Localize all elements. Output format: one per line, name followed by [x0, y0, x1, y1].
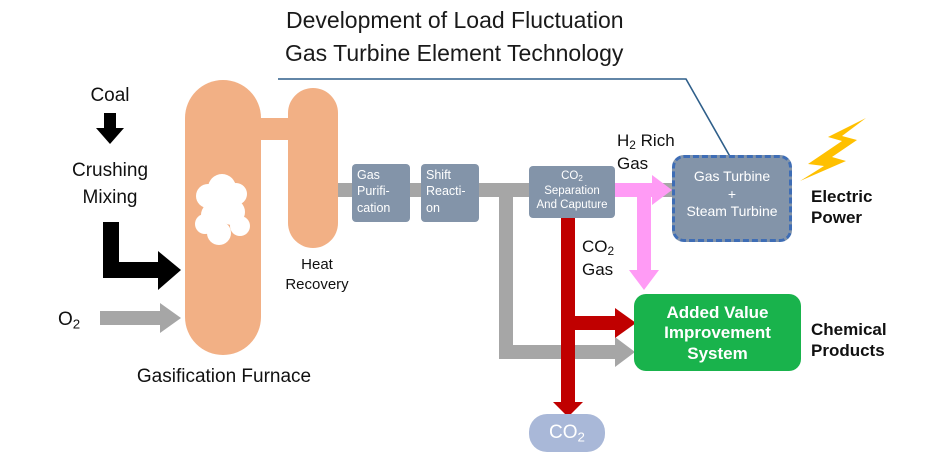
- h2-rich-word: Rich: [640, 131, 675, 150]
- coal-label: Coal: [90, 85, 130, 106]
- added-value-line-1: Added Value: [666, 303, 769, 322]
- pink-h2-arrowhead-right: [652, 175, 672, 205]
- turbine-line-1: Gas Turbine: [693, 168, 771, 184]
- co2-separation-line-2: Separation: [544, 185, 600, 198]
- title-line-1: Development of Load Fluctuation: [286, 7, 624, 33]
- gas-purification-line-2: Purifi-: [357, 184, 390, 199]
- title-callout-line: [278, 78, 733, 161]
- o2-label: O2: [58, 307, 80, 333]
- chemical-line-1: Chemical: [811, 320, 887, 339]
- co2-output-co: CO: [549, 422, 578, 443]
- furnace-connector: [258, 118, 292, 140]
- shift-reaction-line-3: on: [426, 200, 440, 215]
- electric-line-2: Power: [811, 208, 863, 228]
- feed-l-arrow: [103, 222, 181, 290]
- co2-separation-line-3: And Caputure: [536, 199, 608, 212]
- heat-recovery-vessel: [288, 88, 338, 248]
- red-co2-flow-right: [561, 316, 617, 330]
- gas-purification-line-1: Gas: [357, 168, 380, 182]
- co2-gas-subscript: 2: [607, 243, 615, 258]
- co2-gas-line-1: CO2: [582, 236, 614, 259]
- coal-down-arrow: [96, 113, 124, 144]
- co2-gas-co: CO: [582, 237, 608, 256]
- h2-subscript: 2: [629, 137, 636, 152]
- gray-flow-right: [499, 345, 617, 359]
- co2-sep-co: CO: [561, 170, 579, 182]
- gas-turbine-box: Gas Turbine + Steam Turbine: [672, 155, 792, 242]
- electric-power-label: Electric Power: [811, 186, 872, 229]
- shift-reaction-box: Shift Reacti- on: [421, 164, 479, 222]
- gasification-furnace-label: Gasification Furnace: [136, 366, 312, 387]
- heat-recovery-line-2: Recovery: [285, 275, 349, 293]
- co2-sep-sub: 2: [578, 174, 583, 183]
- added-value-box: Added Value Improvement System: [634, 294, 801, 371]
- chemical-products-label: Chemical Products: [811, 319, 887, 362]
- gray-flow-down: [499, 183, 513, 359]
- turbine-line-2: +: [727, 185, 737, 202]
- lightning-bolt-icon: [800, 118, 866, 181]
- turbine-line-3: Steam Turbine: [686, 203, 778, 219]
- co2-gas-word: Gas: [582, 259, 614, 279]
- heat-recovery-label: Heat Recovery: [276, 255, 358, 294]
- cloud-icon: [195, 174, 250, 245]
- pink-h2-flow-down: [637, 183, 651, 272]
- chemical-line-2: Products: [811, 341, 885, 361]
- gas-purification-box: Gas Purifi- cation: [352, 164, 410, 222]
- co2-output-subscript: 2: [577, 429, 585, 445]
- co2-separation-line-1: CO2: [534, 169, 610, 184]
- red-co2-flow-down: [561, 210, 575, 405]
- co2-separation-box: CO2 Separation And Caputure: [529, 166, 615, 218]
- o2-main: O: [58, 309, 73, 330]
- o2-input-arrow: [100, 303, 181, 333]
- added-value-line-3: System: [687, 343, 748, 363]
- heat-recovery-line-1: Heat: [301, 256, 333, 273]
- gas-purification-line-3: cation: [357, 200, 391, 215]
- added-value-line-2: Improvement: [664, 323, 771, 343]
- h2-rich-gas-label: H2 Rich Gas: [617, 130, 675, 174]
- h2-gas-word: Gas: [617, 153, 649, 173]
- red-co2-arrowhead-down: [553, 402, 583, 417]
- shift-reaction-line-1: Shift: [426, 168, 452, 182]
- pink-h2-arrowhead-down: [629, 270, 659, 290]
- red-co2-arrowhead-right: [615, 308, 636, 338]
- o2-subscript: 2: [72, 316, 81, 332]
- co2-output-pill: CO2: [529, 414, 605, 452]
- h2-rich-line-1: H2 Rich: [617, 130, 675, 153]
- crushing-label: Crushing: [71, 160, 149, 181]
- electric-line-1: Electric: [811, 187, 873, 206]
- shift-reaction-line-2: Reacti-: [426, 184, 466, 199]
- gray-flow-arrowhead: [615, 337, 635, 367]
- title-line-2: Gas Turbine Element Technology: [285, 40, 624, 66]
- co2-gas-label: CO2 Gas: [582, 236, 614, 280]
- h2-main: H: [617, 131, 630, 150]
- mixing-label: Mixing: [82, 187, 138, 208]
